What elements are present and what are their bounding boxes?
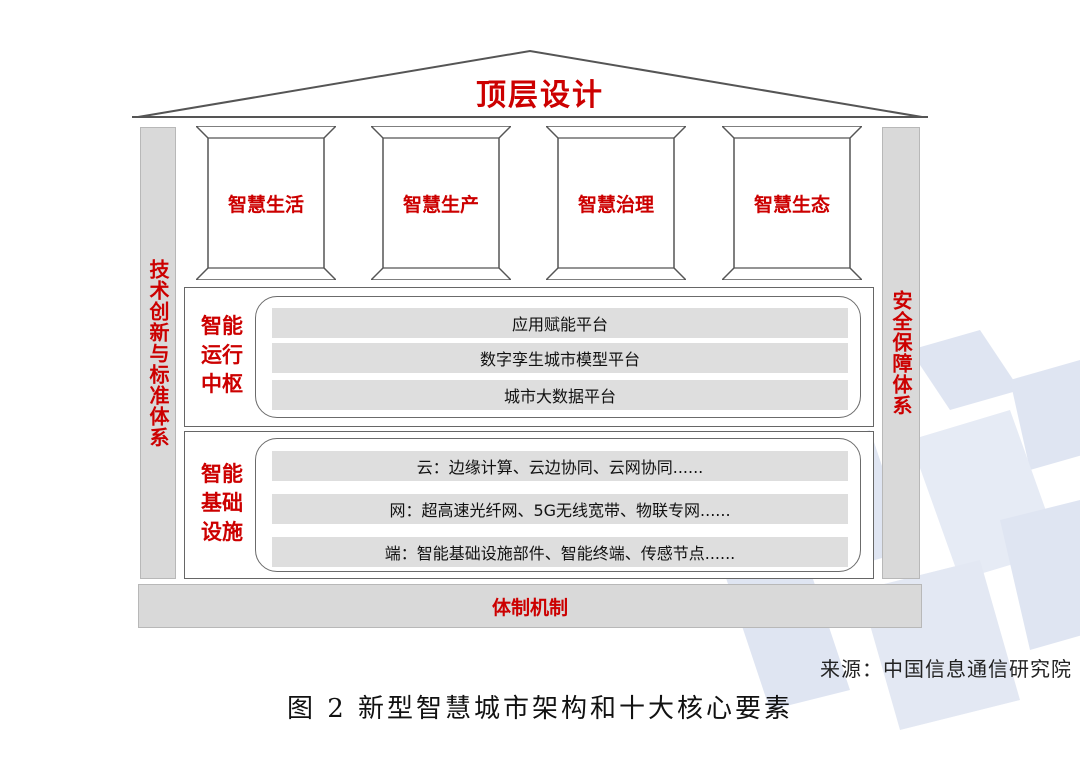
pillar-smart-governance: 智慧治理 xyxy=(544,125,688,281)
pillar-smart-ecology: 智慧生态 xyxy=(720,125,864,281)
pillar-smart-production: 智慧生产 xyxy=(369,125,513,281)
pillar-label: 智慧生活 xyxy=(227,194,304,216)
infrastructure-layer: 智能基础设施 云：边缘计算、云边协同、云网协同...... 网：超高速光纤网、5… xyxy=(184,431,874,579)
institutional-base: 体制机制 xyxy=(138,584,922,628)
infra-label: 智能基础设施 xyxy=(201,462,243,544)
hub-label: 智能运行中枢 xyxy=(201,314,243,396)
figure-caption: 图 2 新型智慧城市架构和十大核心要素 xyxy=(286,694,794,724)
platform-bar: 数字孪生城市模型平台 xyxy=(272,343,848,373)
pillar-label: 智慧治理 xyxy=(577,194,654,216)
infra-items: 云：边缘计算、云边协同、云网协同...... 网：超高速光纤网、5G无线宽带、物… xyxy=(255,438,861,572)
platform-bar: 应用赋能平台 xyxy=(272,308,848,338)
pillar-label: 智慧生态 xyxy=(753,194,830,216)
pillar-shape xyxy=(369,125,513,281)
hub-platforms: 应用赋能平台 数字孪生城市模型平台 城市大数据平台 xyxy=(255,296,861,418)
roof-title: 顶层设计 xyxy=(476,78,604,113)
infra-bar: 网：超高速光纤网、5G无线宽带、物联专网...... xyxy=(272,494,848,524)
pillar-shape xyxy=(194,125,338,281)
left-side-pillar: 技术创新与标准体系 xyxy=(140,127,176,579)
right-side-pillar: 安全保障体系 xyxy=(882,127,920,579)
pillar-shape xyxy=(720,125,864,281)
infra-bar: 端：智能基础设施部件、智能终端、传感节点...... xyxy=(272,537,848,567)
left-pillar-label: 技术创新与标准体系 xyxy=(146,258,170,448)
operations-hub-layer: 智能运行中枢 应用赋能平台 数字孪生城市模型平台 城市大数据平台 xyxy=(184,287,874,427)
platform-bar: 城市大数据平台 xyxy=(272,380,848,410)
pillar-smart-life: 智慧生活 xyxy=(194,125,338,281)
roof-outline xyxy=(132,49,928,118)
right-pillar-label: 安全保障体系 xyxy=(889,290,913,416)
pillar-label: 智慧生产 xyxy=(402,194,479,216)
infra-bar: 云：边缘计算、云边协同、云网协同...... xyxy=(272,451,848,481)
source-note: 来源：中国信息通信研究院 xyxy=(820,657,1072,681)
